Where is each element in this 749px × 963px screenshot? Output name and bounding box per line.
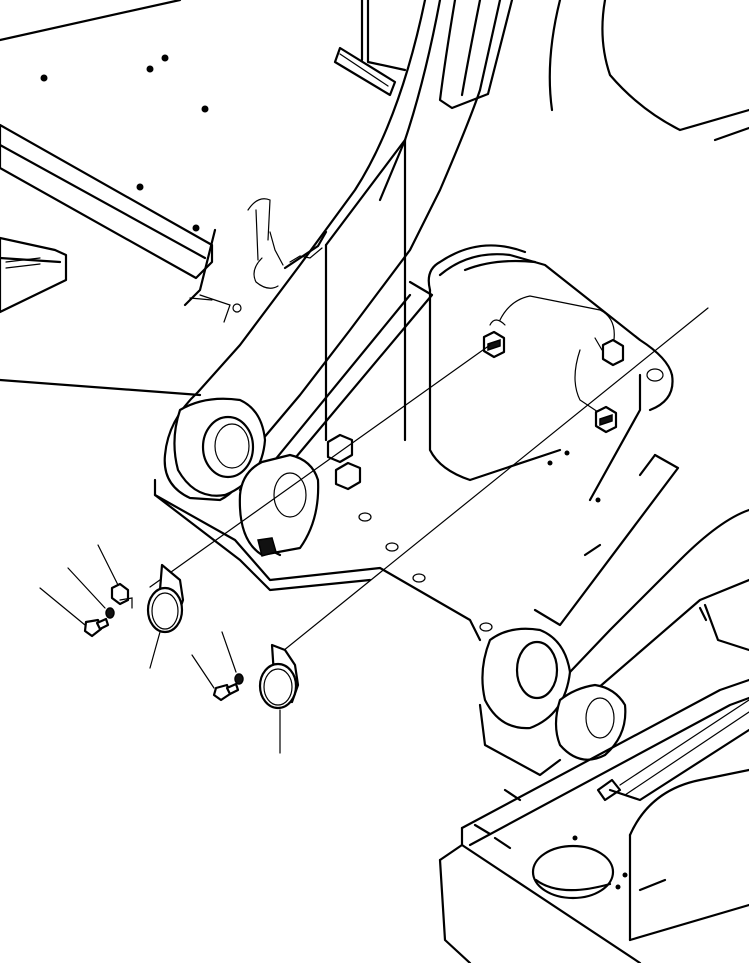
clip-icon [97, 544, 130, 606]
connector-icon [594, 405, 618, 434]
leader-lines [149, 307, 709, 656]
right-lower-arm [481, 453, 749, 761]
right-boom-arm [548, 0, 749, 142]
plate-hole [385, 542, 399, 552]
plate-hole [161, 54, 169, 62]
horn-bracket-tab [119, 597, 133, 609]
pivot-bore [201, 415, 255, 479]
connector-icon [601, 338, 625, 367]
washer-icon [67, 567, 115, 619]
plate-hole [412, 573, 426, 583]
plate-hole [358, 512, 372, 522]
lower-right-frame [438, 678, 749, 963]
plate-hole [146, 65, 154, 73]
top-bracket [333, 0, 407, 97]
horn-icon [146, 563, 185, 669]
bolt-icon [39, 587, 110, 638]
washer-icon [221, 631, 244, 685]
plate-hole [40, 74, 48, 82]
plate-hole [136, 183, 144, 191]
horn-icon [258, 643, 300, 754]
left-pivot-boss [173, 397, 267, 497]
bolt-icon [191, 654, 240, 702]
rear-harness [482, 295, 625, 434]
center-pivot-boss [238, 453, 320, 557]
left-boom-arm [163, 0, 514, 502]
plate-hole [479, 622, 493, 632]
upper-wire-harness [183, 198, 328, 323]
plate-hole [192, 224, 200, 232]
mount-blocks [326, 433, 362, 491]
rear-cross-frame [427, 244, 674, 502]
frame-port [531, 844, 615, 900]
plate-hole [201, 105, 209, 113]
upper-left-beam [0, 123, 214, 314]
connector-icon [482, 330, 506, 359]
